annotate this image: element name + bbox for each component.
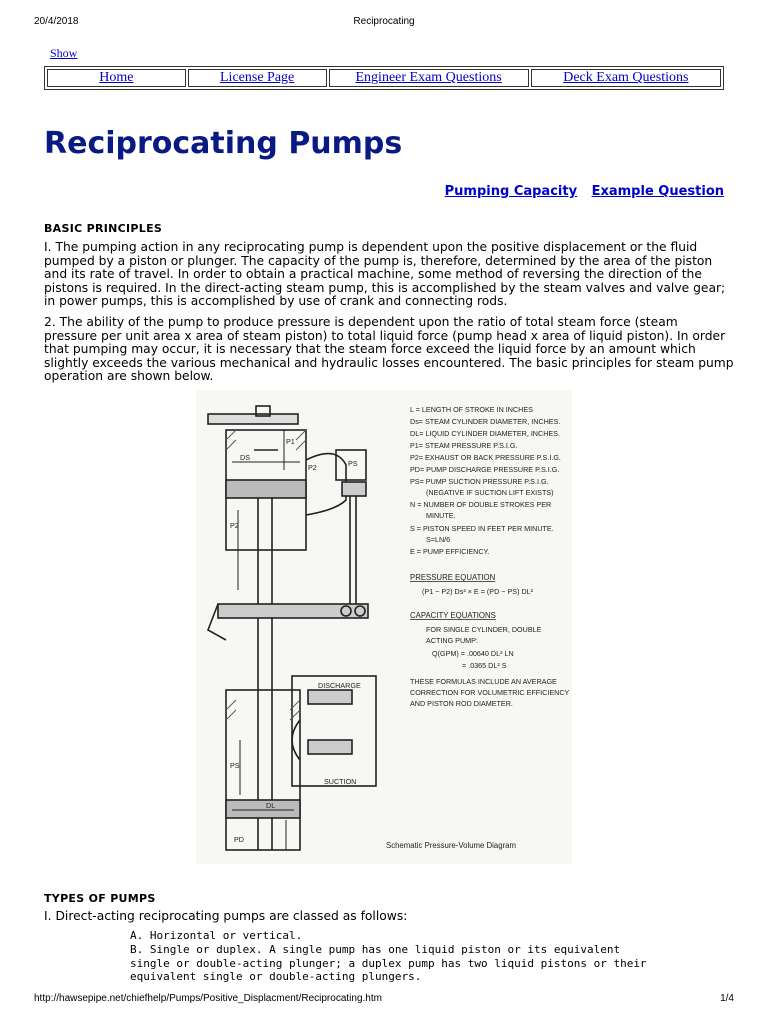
- legend-line: PS= PUMP SUCTION PRESSURE P.S.I.G.: [410, 477, 549, 486]
- type-line-a: A. Horizontal or vertical.: [130, 929, 303, 942]
- label-dl: DL: [266, 801, 275, 810]
- label-p2-top: P2: [308, 463, 317, 472]
- legend-line: PD= PUMP DISCHARGE PRESSURE P.S.I.G.: [410, 465, 559, 474]
- legend-line: S = PISTON SPEED IN FEET PER MINUTE.: [410, 524, 554, 533]
- label-p1: P1: [286, 437, 295, 446]
- figure-caption: Schematic Pressure-Volume Diagram: [386, 841, 516, 850]
- legend-line: N = NUMBER OF DOUBLE STROKES PER: [410, 500, 551, 509]
- nav-link-home[interactable]: Home: [99, 70, 134, 85]
- basic-principles-paragraph-2: 2. The ability of the pump to produce pr…: [44, 315, 734, 384]
- basic-principles-heading: BASIC PRINCIPLES: [44, 222, 163, 235]
- capacity-line: ACTING PUMP:: [426, 636, 478, 645]
- label-ps-top: PS: [348, 459, 358, 468]
- types-of-pumps-intro: I. Direct-acting reciprocating pumps are…: [44, 909, 408, 923]
- legend-line: DL= LIQUID CYLINDER DIAMETER, INCHES.: [410, 429, 560, 438]
- capacity-equations-heading: CAPACITY EQUATIONS: [410, 611, 496, 620]
- print-date: 20/4/2018: [34, 16, 79, 27]
- types-of-pumps-heading: TYPES OF PUMPS: [44, 892, 156, 905]
- legend-line: S=LN/6: [426, 535, 450, 544]
- label-p2-side: P2: [230, 521, 239, 530]
- note-line: AND PISTON ROD DIAMETER.: [410, 699, 513, 708]
- show-link[interactable]: Show: [50, 46, 78, 60]
- note-line: THESE FORMULAS INCLUDE AN AVERAGE: [410, 677, 557, 686]
- basic-principles-paragraph-1: I. The pumping action in any reciprocati…: [44, 240, 726, 309]
- legend-line: Ds= STEAM CYLINDER DIAMETER, INCHES.: [410, 417, 560, 426]
- label-pd: PD: [234, 835, 244, 844]
- legend-line: L = LENGTH OF STROKE IN INCHES: [410, 405, 533, 414]
- type-line-b: B. Single or duplex. A single pump has o…: [130, 943, 647, 983]
- page-title: Reciprocating Pumps: [44, 126, 403, 161]
- section-links: Pumping Capacity Example Question: [435, 184, 724, 199]
- legend-line: P2= EXHAUST OR BACK PRESSURE P.S.I.G.: [410, 453, 561, 462]
- capacity-line: Q(GPM) = .00640 DL² LN: [432, 649, 514, 658]
- nav-cell-license: License Page: [187, 69, 327, 87]
- print-url: http://hawsepipe.net/chiefhelp/Pumps/Pos…: [34, 993, 382, 1004]
- pump-schematic-figure: P1 P2 PS DS P2 DISCHARGE SUCTION PS DL P…: [196, 390, 572, 864]
- print-page-number: 1/4: [720, 993, 734, 1004]
- label-ds: DS: [240, 453, 250, 462]
- legend-line: MINUTE.: [426, 511, 456, 520]
- nav-cell-home: Home: [47, 69, 186, 87]
- label-suction: SUCTION: [324, 777, 356, 786]
- legend-line: (NEGATIVE IF SUCTION LIFT EXISTS): [426, 488, 554, 497]
- nav-cell-engineer: Engineer Exam Questions: [328, 69, 529, 87]
- print-title: Reciprocating: [353, 16, 415, 27]
- pumping-capacity-link[interactable]: Pumping Capacity: [444, 184, 578, 199]
- nav-bar: Home License Page Engineer Exam Question…: [44, 66, 724, 90]
- label-ps-low: PS: [230, 761, 240, 770]
- nav-cell-deck: Deck Exam Questions: [530, 69, 721, 87]
- note-line: CORRECTION FOR VOLUMETRIC EFFICIENCY: [410, 688, 570, 697]
- label-discharge: DISCHARGE: [318, 681, 361, 690]
- legend-line: E = PUMP EFFICIENCY.: [410, 547, 489, 556]
- pump-schematic-drawing: P1 P2 PS DS P2 DISCHARGE SUCTION PS DL P…: [207, 405, 570, 851]
- legend-line: P1= STEAM PRESSURE P.S.I.G.: [410, 441, 518, 450]
- pressure-equation: (P1 − P2) Ds² × E = (PD − PS) DL²: [422, 587, 534, 596]
- pressure-equation-heading: PRESSURE EQUATION: [410, 573, 495, 582]
- nav-link-deck-exam[interactable]: Deck Exam Questions: [563, 70, 689, 85]
- nav-link-license-page[interactable]: License Page: [220, 70, 295, 85]
- nav-link-engineer-exam[interactable]: Engineer Exam Questions: [355, 70, 502, 85]
- example-question-link[interactable]: Example Question: [591, 184, 724, 199]
- capacity-line: FOR SINGLE CYLINDER, DOUBLE: [426, 625, 542, 634]
- capacity-line: = .0365 DL² S: [462, 661, 507, 670]
